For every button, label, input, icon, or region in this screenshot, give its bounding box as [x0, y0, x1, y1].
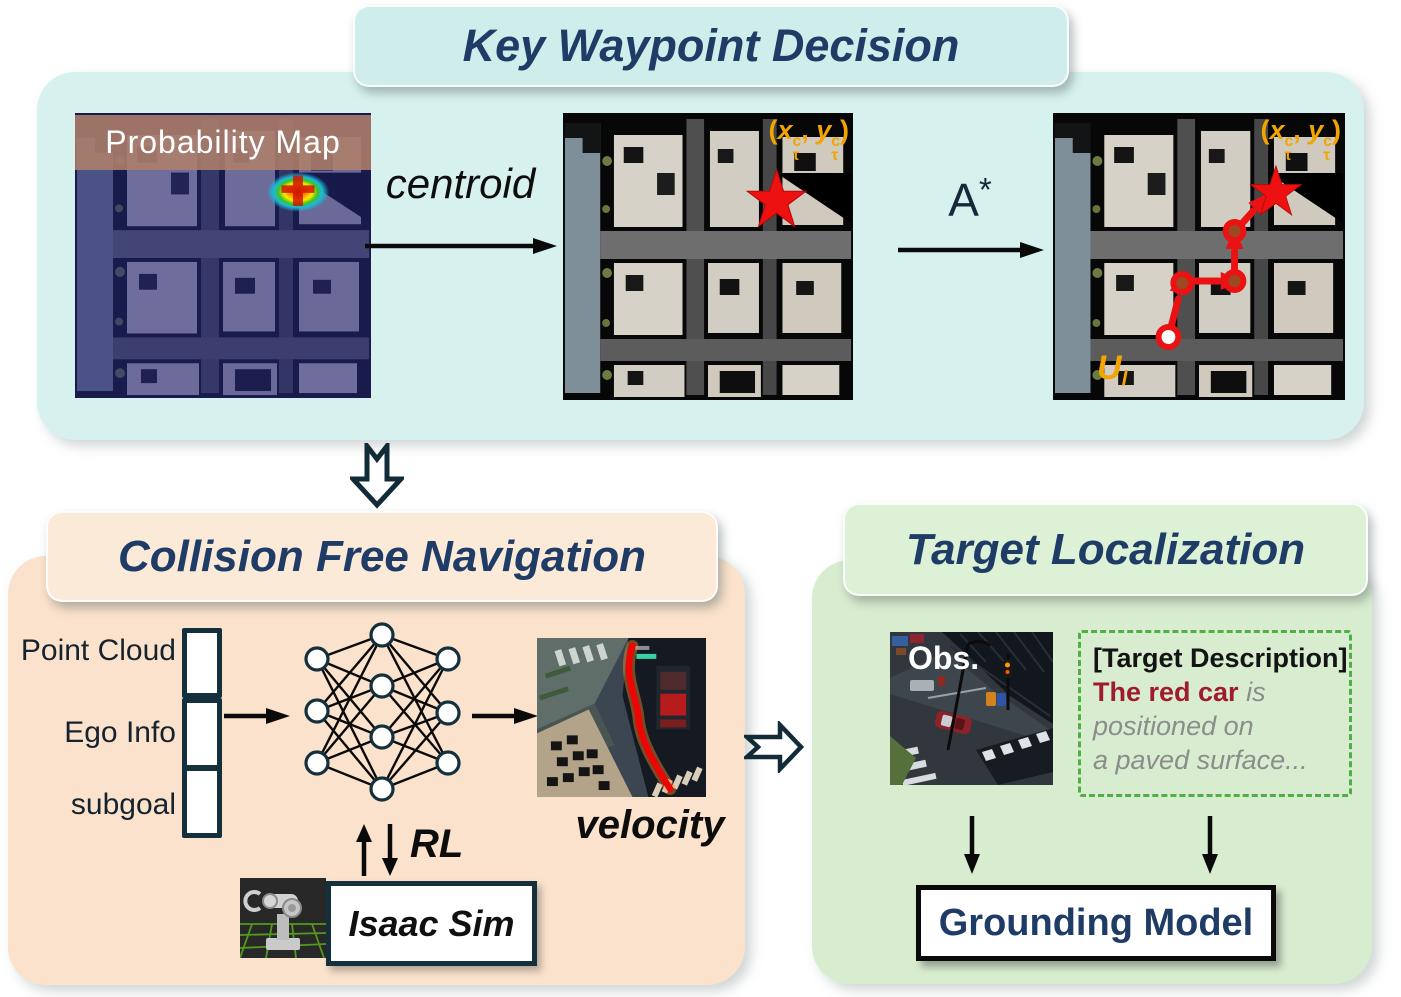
inputs-to-network-arrow-icon	[224, 708, 290, 724]
velocity-label: velocity	[575, 803, 725, 847]
rl-down-arrow-icon	[382, 824, 398, 876]
key-waypoint-title-text: Key Waypoint Decision	[462, 20, 960, 71]
probability-map-image: Probability Map	[75, 113, 371, 398]
target-localization-title: Target Localization	[843, 503, 1368, 596]
isaac-sim-box: Isaac Sim	[326, 881, 537, 966]
path-start-label: Ul	[1097, 349, 1128, 391]
target-description-line-2: positioned on	[1093, 711, 1254, 741]
path-waypoint-node	[1222, 219, 1247, 243]
collision-free-title: Collision Free Navigation	[46, 511, 718, 602]
description-to-grounding-arrow-icon	[1202, 816, 1218, 874]
probability-heatmap-blob	[265, 169, 331, 215]
section-flow-down-arrow-icon	[350, 443, 404, 509]
velocity-path-overlay	[625, 642, 674, 793]
velocity-trajectory-image	[537, 638, 706, 797]
rl-up-arrow-icon	[356, 824, 372, 876]
target-description-line-1: The red car is	[1093, 677, 1266, 707]
policy-network-graphic	[304, 622, 461, 802]
collision-free-title-text: Collision Free Navigation	[117, 531, 647, 581]
input-vector-point-cloud	[182, 628, 222, 698]
centroid-label: centroid	[385, 160, 536, 207]
astar-label: A*	[948, 172, 992, 226]
astar-arrow-icon	[898, 242, 1044, 258]
key-waypoint-title: Key Waypoint Decision	[353, 5, 1069, 87]
input-vector-subgoal	[182, 766, 222, 838]
observation-label: Obs.	[908, 640, 980, 676]
obs-to-grounding-arrow-icon	[964, 816, 980, 874]
isaac-sim-icon	[239, 878, 327, 959]
probability-map-banner: Probability Map	[75, 115, 371, 170]
target-description-line-3: a paved surface...	[1093, 745, 1308, 775]
rl-label: RL	[410, 822, 464, 866]
probability-map-label: Probability Map	[105, 124, 341, 160]
target-description-subject: The red car	[1093, 677, 1239, 707]
grounding-model-box: Grounding Model	[916, 885, 1276, 961]
observation-image: Obs.	[890, 632, 1053, 785]
centroid-arrow-icon	[365, 238, 557, 254]
path-waypoint-node	[1170, 271, 1195, 295]
network-to-velocity-arrow-icon	[472, 708, 538, 724]
input-label-subgoal: subgoal	[70, 788, 176, 821]
input-vector-ego-info	[182, 698, 222, 770]
target-description-header: [Target Description]	[1093, 643, 1348, 673]
target-localization-title-text: Target Localization	[905, 524, 1306, 574]
path-start-node	[1155, 324, 1182, 350]
city-map-graphic	[1053, 113, 1345, 400]
input-label-point-cloud: Point Cloud	[20, 634, 176, 667]
input-label-ego-info: Ego Info	[64, 716, 176, 749]
path-waypoint-node	[1222, 269, 1247, 293]
target-description-box: [Target Description] The red car is posi…	[1078, 630, 1352, 797]
section-flow-right-arrow-icon	[744, 721, 804, 773]
